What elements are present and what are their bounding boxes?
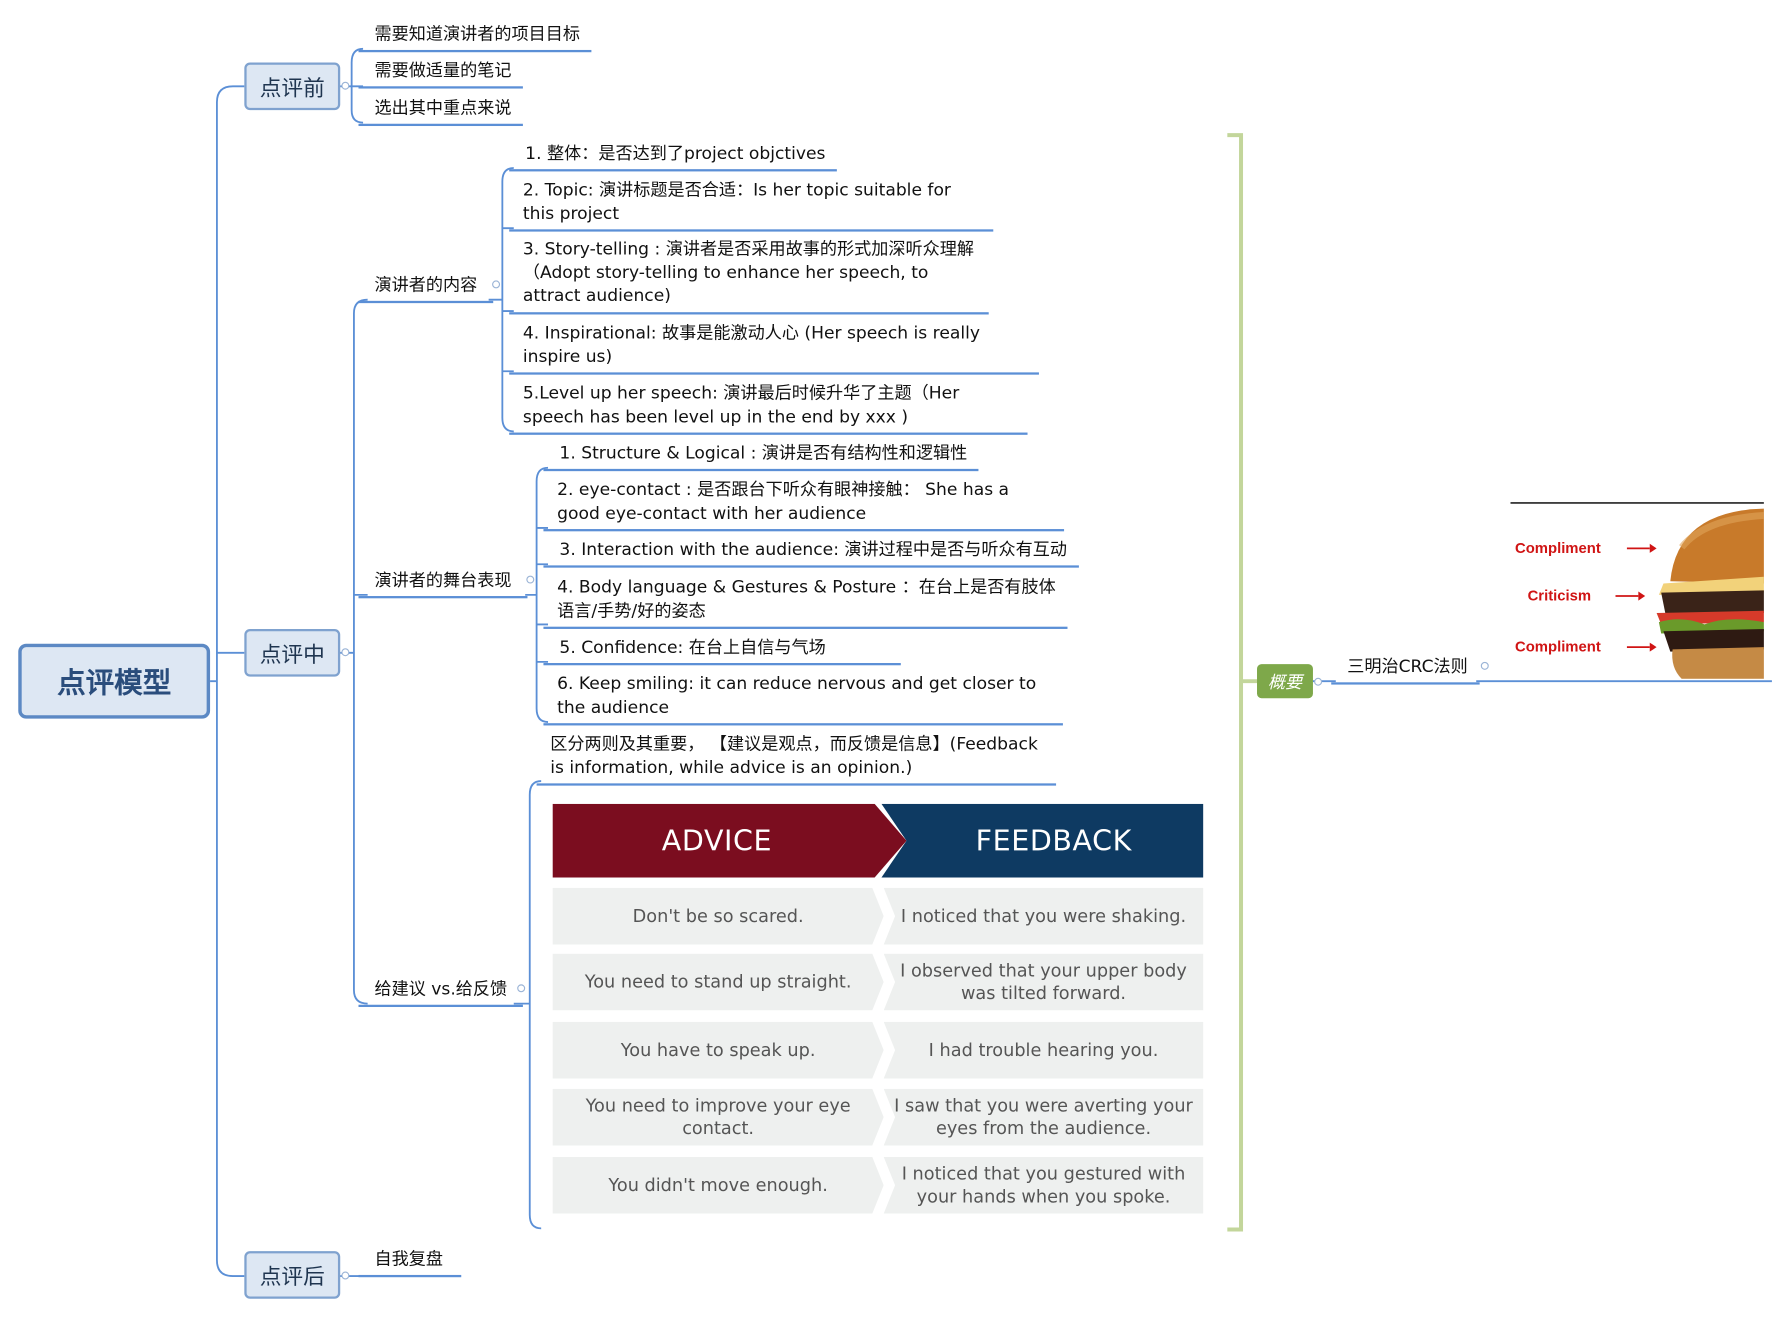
stage-item[interactable]: 5. Confidence: 在台上自信与气场 bbox=[543, 636, 902, 666]
burger-label-bottom: Compliment bbox=[1515, 640, 1601, 656]
topic-before-review[interactable]: 点评前 bbox=[244, 62, 341, 111]
feedback-header: FEEDBACK bbox=[881, 803, 1204, 878]
subtopic-stage-performance[interactable]: 演讲者的舞台表现 bbox=[358, 569, 528, 599]
content-item[interactable]: 2. Topic: 演讲标题是否合适：Is her topic suitable… bbox=[509, 178, 994, 232]
collapse-toggle-icon[interactable] bbox=[517, 984, 526, 993]
content-item[interactable]: 3. Story-telling : 演讲者是否采用故事的形式加深听众理解（Ad… bbox=[509, 237, 989, 314]
stage-item[interactable]: 4. Body language & Gestures & Posture ：在… bbox=[543, 576, 1068, 629]
stage-item[interactable]: 6. Keep smiling: it can reduce nervous a… bbox=[543, 672, 1063, 726]
advice-cell: You have to speak up. bbox=[552, 1021, 884, 1079]
after-item[interactable]: 自我复盘 bbox=[358, 1248, 462, 1278]
feedback-cell: I observed that your upper body was tilt… bbox=[883, 953, 1204, 1011]
feedback-cell: I noticed that you were shaking. bbox=[883, 887, 1204, 945]
stage-item[interactable]: 3. Interaction with the audience: 演讲过程中是… bbox=[543, 538, 1079, 568]
stage-item[interactable]: 1. Structure & Logical : 演讲是否有结构性和逻辑性 bbox=[543, 442, 979, 472]
advice-cell: Don't be so scared. bbox=[552, 887, 884, 945]
collapse-toggle-icon[interactable] bbox=[341, 81, 350, 90]
root-topic[interactable]: 点评模型 bbox=[18, 643, 211, 719]
before-item[interactable]: 选出其中重点来说 bbox=[358, 97, 523, 127]
subtopic-speech-content[interactable]: 演讲者的内容 bbox=[358, 274, 494, 304]
topic-after-review[interactable]: 点评后 bbox=[244, 1251, 341, 1299]
summary-tag[interactable]: 概要 bbox=[1257, 664, 1313, 699]
before-item[interactable]: 需要做适量的笔记 bbox=[358, 59, 523, 89]
advice-header: ADVICE bbox=[552, 803, 907, 878]
before-item[interactable]: 需要知道演讲者的项目目标 bbox=[358, 23, 592, 53]
feedback-cell: I saw that you were averting your eyes f… bbox=[883, 1088, 1204, 1146]
subtopic-advice-vs-feedback[interactable]: 给建议 vs.给反馈 bbox=[358, 977, 524, 1008]
advice-feedback-table[interactable]: ADVICE FEEDBACK Don't be so scared. I no… bbox=[552, 803, 1204, 1215]
summary-crc-rule[interactable]: 三明治CRC法则 bbox=[1331, 655, 1480, 685]
feedback-cell: I had trouble hearing you. bbox=[883, 1021, 1204, 1079]
collapse-toggle-icon[interactable] bbox=[1480, 661, 1489, 670]
content-item[interactable]: 5.Level up her speech: 演讲最后时候升华了主题（Her s… bbox=[509, 381, 1028, 435]
content-item[interactable]: 1. 整体：是否达到了project objctives bbox=[509, 142, 837, 172]
stage-item[interactable]: 2. eye-contact : 是否跟台下听众有眼神接触： She has a… bbox=[543, 478, 1065, 532]
advice-cell: You need to improve your eye contact. bbox=[552, 1088, 884, 1146]
collapse-toggle-icon[interactable] bbox=[526, 575, 535, 584]
collapse-toggle-icon[interactable] bbox=[341, 648, 350, 657]
advice-cell: You didn't move enough. bbox=[552, 1156, 884, 1214]
feedback-cell: I noticed that you gestured with your ha… bbox=[883, 1156, 1204, 1214]
advice-cell: You need to stand up straight. bbox=[552, 953, 884, 1011]
content-item[interactable]: 4. Inspirational: 故事是能激动人心 (Her speech i… bbox=[509, 321, 1039, 375]
advice-feedback-note[interactable]: 区分两则及其重要， 【建议是观点，而反馈是信息】(Feedback is inf… bbox=[536, 732, 1057, 786]
collapse-toggle-icon[interactable] bbox=[341, 1271, 350, 1280]
collapse-toggle-icon[interactable] bbox=[492, 280, 501, 289]
sandwich-illustration: Compliment Criticism Compliment bbox=[1510, 502, 1764, 679]
burger-label-middle: Criticism bbox=[1528, 589, 1592, 605]
burger-label-top: Compliment bbox=[1515, 541, 1601, 557]
bun-top-shape bbox=[1670, 508, 1764, 584]
collapse-toggle-icon[interactable] bbox=[1314, 677, 1323, 686]
topic-during-review[interactable]: 点评中 bbox=[244, 628, 341, 677]
